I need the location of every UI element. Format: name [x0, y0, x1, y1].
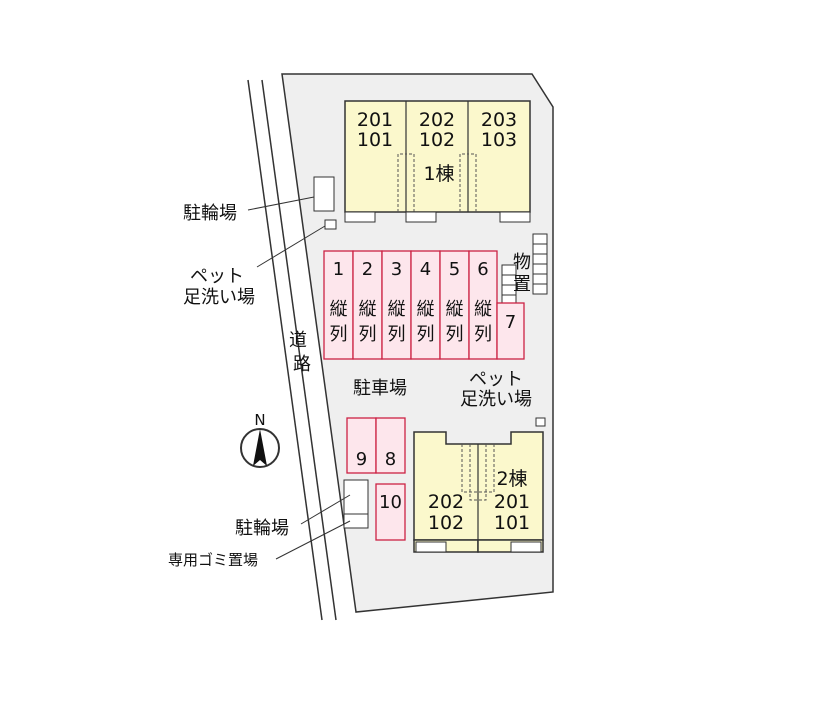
unit-2-201: 201 [494, 491, 530, 513]
parking-space-2: 2 [362, 259, 373, 280]
pet-wash-left-marker [324, 219, 337, 230]
leader-bicycle-bottom [300, 494, 351, 525]
pet-wash-left-line2: 足洗い場 [183, 287, 255, 308]
storage-label-1: 物 [513, 252, 531, 273]
svg-text:縦: 縦 [388, 299, 406, 320]
building-1-label: 1棟 [423, 163, 454, 185]
parking-space-9: 9 [356, 449, 367, 470]
pet-wash-right-line2: 足洗い場 [460, 389, 532, 410]
unit-101: 101 [357, 129, 393, 151]
unit-2-101: 101 [494, 512, 530, 534]
storage-label-2: 置 [513, 274, 531, 295]
road-label-2: 路 [293, 354, 311, 375]
parking-space-3: 3 [391, 259, 402, 280]
storage-shed [501, 233, 548, 306]
parking-space-6: 6 [477, 259, 488, 280]
parking-space-8: 8 [385, 449, 396, 470]
parking-row-top [323, 250, 525, 360]
svg-text:縦: 縦 [417, 299, 435, 320]
svg-text:列: 列 [417, 324, 435, 345]
svg-text:縦: 縦 [359, 299, 377, 320]
parking-area-label: 駐車場 [353, 378, 407, 399]
svg-text:縦: 縦 [330, 299, 348, 320]
leader-garbage [275, 520, 351, 560]
bicycle-top-label: 駐輪場 [183, 203, 237, 224]
svg-text:列: 列 [359, 324, 377, 345]
garbage-label: 専用ゴミ置場 [168, 551, 258, 569]
unit-203: 203 [481, 109, 517, 131]
svg-text:列: 列 [330, 324, 348, 345]
pet-wash-right-marker [535, 417, 546, 427]
building-1 [344, 100, 531, 223]
parking-space-10: 10 [379, 492, 402, 513]
building-2-label: 2棟 [496, 468, 527, 490]
road-edge-left [247, 79, 323, 621]
unit-2-202: 202 [428, 491, 464, 513]
svg-text:列: 列 [474, 324, 492, 345]
svg-text:列: 列 [388, 324, 406, 345]
parking-space-7: 7 [505, 312, 516, 333]
road-label-1: 道 [289, 330, 307, 351]
svg-text:縦: 縦 [474, 299, 492, 320]
parking-space-1: 1 [333, 259, 344, 280]
parking-space-4: 4 [420, 259, 431, 280]
pet-wash-right-line1: ペット [469, 369, 523, 390]
road-edge-right [261, 79, 337, 621]
tandem-labels: 縦 列 縦 列 縦 列 縦 列 縦 列 縦 列 [330, 299, 493, 345]
parking-space-5: 5 [449, 259, 460, 280]
unit-2-102: 102 [428, 512, 464, 534]
leader-pet-wash-left [256, 225, 326, 268]
bicycle-parking-bottom [343, 479, 369, 515]
bicycle-bottom-label: 駐輪場 [235, 518, 289, 539]
unit-102: 102 [419, 129, 455, 151]
unit-201: 201 [357, 109, 393, 131]
building-2 [413, 431, 544, 553]
parking-row-bottom [346, 417, 406, 541]
unit-202: 202 [419, 109, 455, 131]
svg-text:列: 列 [446, 324, 464, 345]
north-arrow-icon: N [240, 411, 280, 468]
garbage-area [343, 513, 369, 529]
svg-text:縦: 縦 [446, 299, 464, 320]
bicycle-parking-top [313, 176, 335, 212]
pet-wash-left-line1: ペット [190, 266, 244, 287]
svg-text:N: N [254, 411, 265, 429]
leader-bicycle-top [247, 196, 315, 211]
unit-103: 103 [481, 129, 517, 151]
